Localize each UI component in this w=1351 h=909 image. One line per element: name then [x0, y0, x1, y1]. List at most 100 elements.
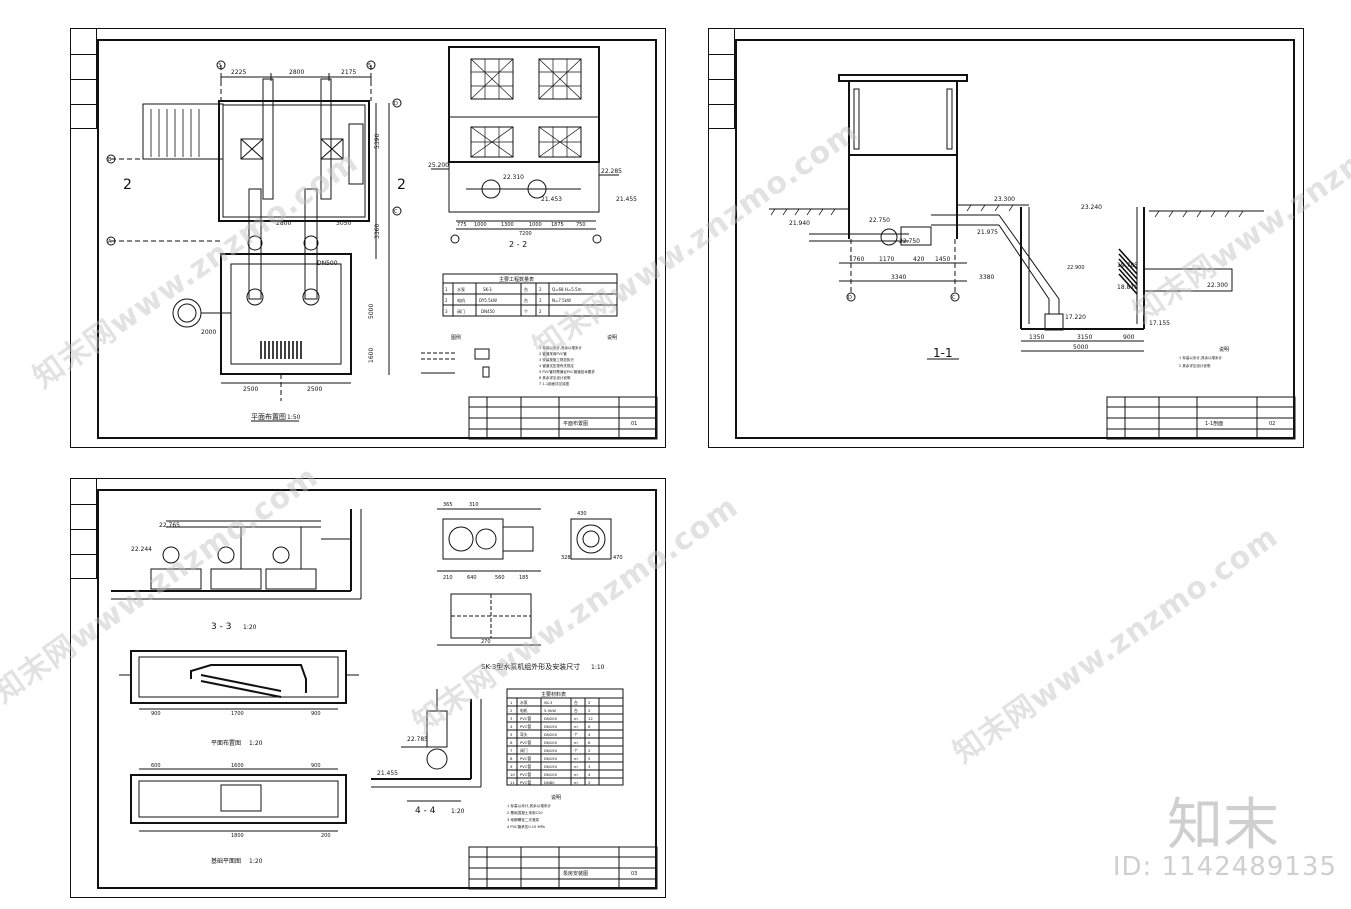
section-caption: 4 - 4 — [415, 806, 436, 816]
dim-text: 775 — [457, 222, 467, 228]
table-cell: 6 — [510, 740, 513, 745]
table-cell: DN100 — [544, 772, 558, 777]
note-line: 1 标高以米计,其余以毫米计 — [507, 803, 552, 808]
dim-text: 1600 — [368, 348, 375, 363]
table-cell: 7 — [510, 748, 513, 753]
dim-text: 1350 — [1029, 334, 1044, 341]
level-label: 17.220 — [1065, 314, 1086, 321]
table-cell: 个 — [574, 732, 578, 737]
table-cell: PVC管 — [520, 756, 532, 761]
note-line: 3 地脚螺栓二次灌浆 — [507, 817, 540, 822]
table-cell: 4 — [588, 732, 591, 737]
pipe-label: DN500 — [317, 260, 338, 267]
table-cell: 台 — [574, 708, 578, 713]
dim-text: 1875 — [551, 222, 564, 228]
dim-text: 200 — [321, 833, 331, 839]
note-line: 7 1-1剖面详见另图 — [539, 381, 570, 386]
table-cell: 台 — [524, 286, 528, 292]
pump-scale: 1:10 — [591, 664, 605, 671]
section-caption: 2 - 2 — [509, 240, 527, 249]
level-label: 25.200 — [428, 162, 449, 169]
level-label: 21.455 — [377, 770, 398, 777]
table-cell: DN150 — [544, 724, 558, 729]
notes-title: 说明 — [607, 334, 617, 341]
dim-text: 600 — [151, 763, 161, 769]
dim-text: 1800 — [231, 833, 244, 839]
axis-label: B — [108, 157, 112, 163]
note-line: 4 PVC管承压0.15 MPa — [507, 824, 545, 829]
install-drawing-svg: 22.765 22.244 22.785 21.455 3 - 3 1:20 平… — [111, 502, 658, 890]
dim-text: 900 — [151, 711, 161, 717]
level-label: 21.455 — [616, 196, 637, 203]
dim-text: 1300 — [501, 222, 514, 228]
table-cell: 2 — [539, 298, 542, 303]
dim-text: 1450 — [935, 256, 950, 263]
level-label: 21.940 — [789, 220, 810, 227]
section-drawing-svg: 23.300 23.240 22.750 22.750 21.975 21.94… — [769, 74, 1296, 440]
table-cell: 2 — [510, 708, 513, 713]
dim-text: 430 — [577, 511, 587, 517]
table-cell: 2 — [588, 708, 591, 713]
scale-label: 1:20 — [243, 624, 257, 631]
scale-label: 1:20 — [451, 808, 465, 815]
table-cell: m — [574, 724, 578, 729]
table-cell: 台 — [574, 700, 578, 705]
drawing-sheet-section: 23.300 23.240 22.750 22.750 21.975 21.94… — [708, 28, 1304, 448]
legend-title: 图例 — [451, 334, 461, 341]
axis-label: A — [108, 239, 112, 245]
note-line: 1 标高以米计,其余以毫米计 — [1179, 355, 1222, 360]
table-cell: 电机 — [457, 297, 465, 303]
dim-text: 1000 — [529, 222, 542, 228]
sheet-margin-strip — [71, 29, 97, 129]
note-line: 4 管道试压按有关规定 — [539, 363, 574, 368]
table-cell: 个 — [524, 309, 528, 314]
dim-text: 185 — [519, 575, 529, 581]
dim-text: 1600 — [231, 763, 244, 769]
table-cell: DN450 — [481, 309, 495, 314]
dim-text: 2800 — [289, 69, 304, 76]
table-cell: 弯头 — [520, 732, 528, 737]
table-cell: 4 — [588, 772, 591, 777]
dim-text: 5390 — [374, 134, 381, 149]
level-label: 21.453 — [541, 196, 562, 203]
table-cell: m — [574, 764, 578, 769]
title-block-no: 01 — [631, 421, 637, 427]
notes-title: 说明 — [1219, 346, 1229, 353]
dim-text: 900 — [311, 763, 321, 769]
dim-text: 2225 — [231, 69, 246, 76]
dim-text: 900 — [1123, 334, 1135, 341]
table-cell: 2 — [445, 298, 448, 303]
note-line: 2 管道采用PVC管 — [539, 351, 567, 356]
dim-text: 5000 — [1073, 344, 1088, 351]
table-cell: 10 — [510, 772, 515, 777]
note-line: 1 标高以米计,其余以毫米计 — [539, 345, 582, 350]
table-cell: Q=68 H=5.5m — [552, 287, 582, 292]
plan-scale: 1:50 — [287, 414, 301, 421]
title-block-name: 平面布置图 — [563, 420, 588, 427]
table-cell: DN150 — [544, 764, 558, 769]
dim-text: 750 — [576, 222, 586, 228]
table-cell: 4 — [510, 724, 513, 729]
level-label: 17.155 — [1149, 320, 1170, 327]
table-cell: PVC管 — [520, 764, 532, 769]
level-label: 22.244 — [131, 546, 152, 553]
level-label: 23.300 — [994, 196, 1015, 203]
table-cell: 5 — [510, 732, 513, 737]
table-cell: 水泵 — [520, 700, 528, 705]
table-cell: PVC管 — [520, 772, 532, 777]
table-cell: PVC管 — [520, 716, 532, 721]
notes-title: 说明 — [551, 794, 561, 801]
table-cell: PVC管 — [520, 780, 532, 785]
note-line: 6 其余详见设计说明 — [539, 375, 571, 380]
drawing-sheet-plan: 2225 2800 2175 B A D C 5 3 2 2 2800 3050… — [70, 28, 666, 448]
section-caption: 3 - 3 — [211, 622, 231, 632]
table-title: 主要材料表 — [541, 691, 566, 698]
scale-label: 1:20 — [249, 740, 263, 747]
foundation-caption: 基础平面图 — [211, 857, 241, 865]
drawing-frame — [97, 39, 657, 439]
table-cell: 2 — [539, 287, 542, 292]
axis-label: 3 — [218, 63, 221, 69]
dim-text: 1170 — [879, 256, 894, 263]
section-caption: 1-1 — [933, 346, 953, 360]
axis-label: D — [394, 101, 398, 107]
